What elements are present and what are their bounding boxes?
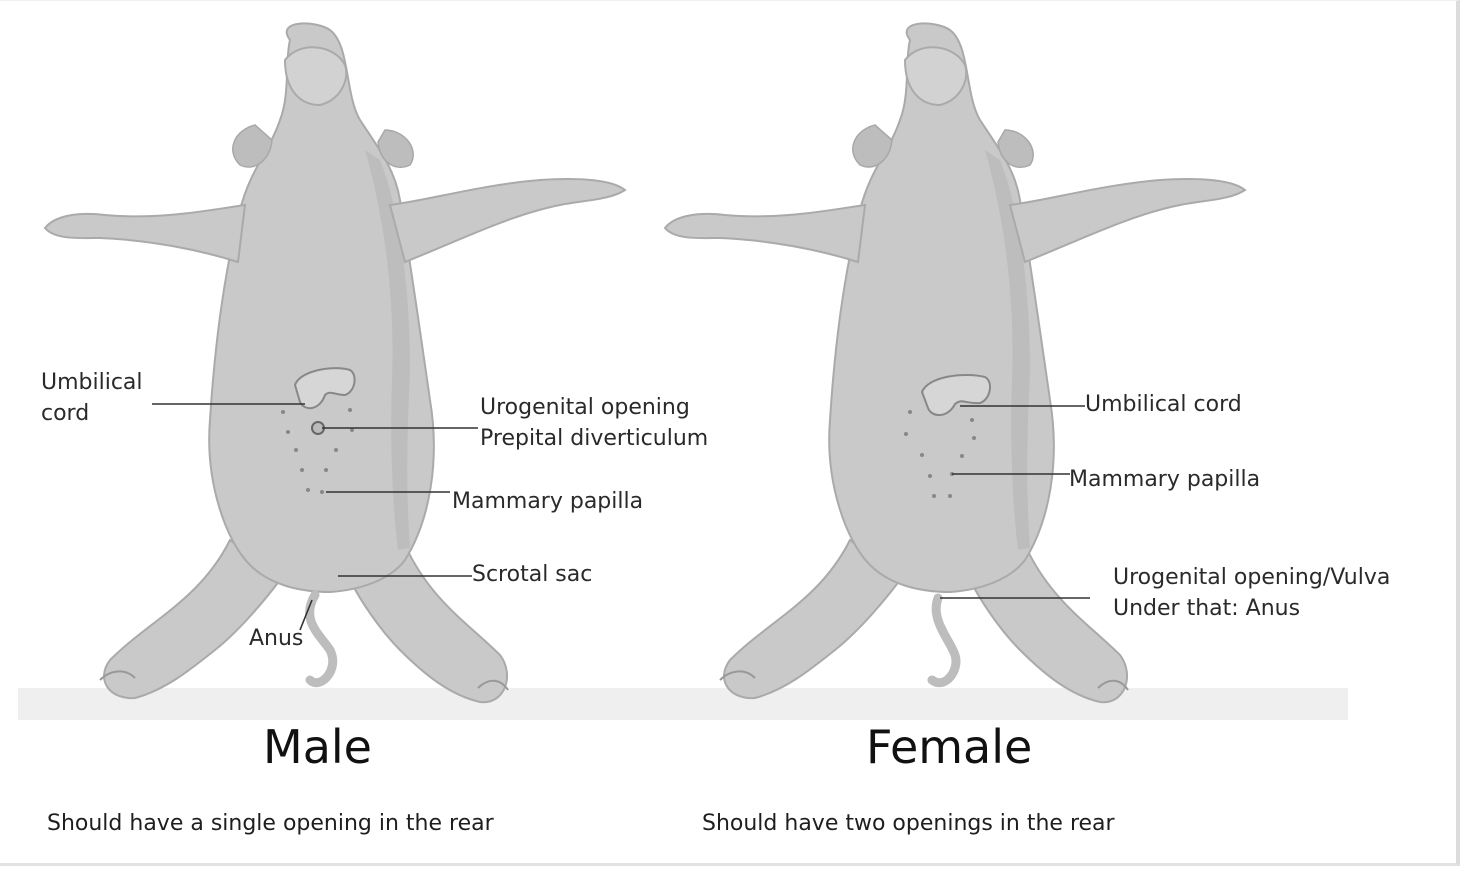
female-caption: Should have two openings in the rear: [702, 811, 1115, 836]
label-male-anus: Anus: [249, 624, 303, 654]
label-male-umbilical-line2: cord: [41, 399, 89, 429]
label-female-urogenital-vulva: Urogenital opening/Vulva: [1113, 563, 1390, 593]
ground-band: [18, 688, 1348, 720]
label-male-umbilical-line1: Umbilical: [41, 368, 143, 398]
female-title: Female: [866, 720, 1032, 774]
label-female-mammary-papilla: Mammary papilla: [1069, 465, 1260, 495]
label-male-mammary-papilla: Mammary papilla: [452, 487, 643, 517]
label-male-urogenital-opening: Urogenital opening: [480, 393, 690, 423]
label-male-prepital-diverticulum: Prepital diverticulum: [480, 424, 708, 454]
male-title: Male: [263, 720, 372, 774]
male-caption: Should have a single opening in the rear: [47, 811, 494, 836]
label-male-scrotal-sac: Scrotal sac: [472, 560, 592, 590]
male-piglet-illustration: [45, 23, 625, 702]
female-tail: [932, 598, 956, 683]
label-female-umbilical-cord: Umbilical cord: [1085, 390, 1242, 420]
label-female-under-that-anus: Under that: Anus: [1113, 594, 1300, 624]
male-tail: [310, 595, 333, 683]
